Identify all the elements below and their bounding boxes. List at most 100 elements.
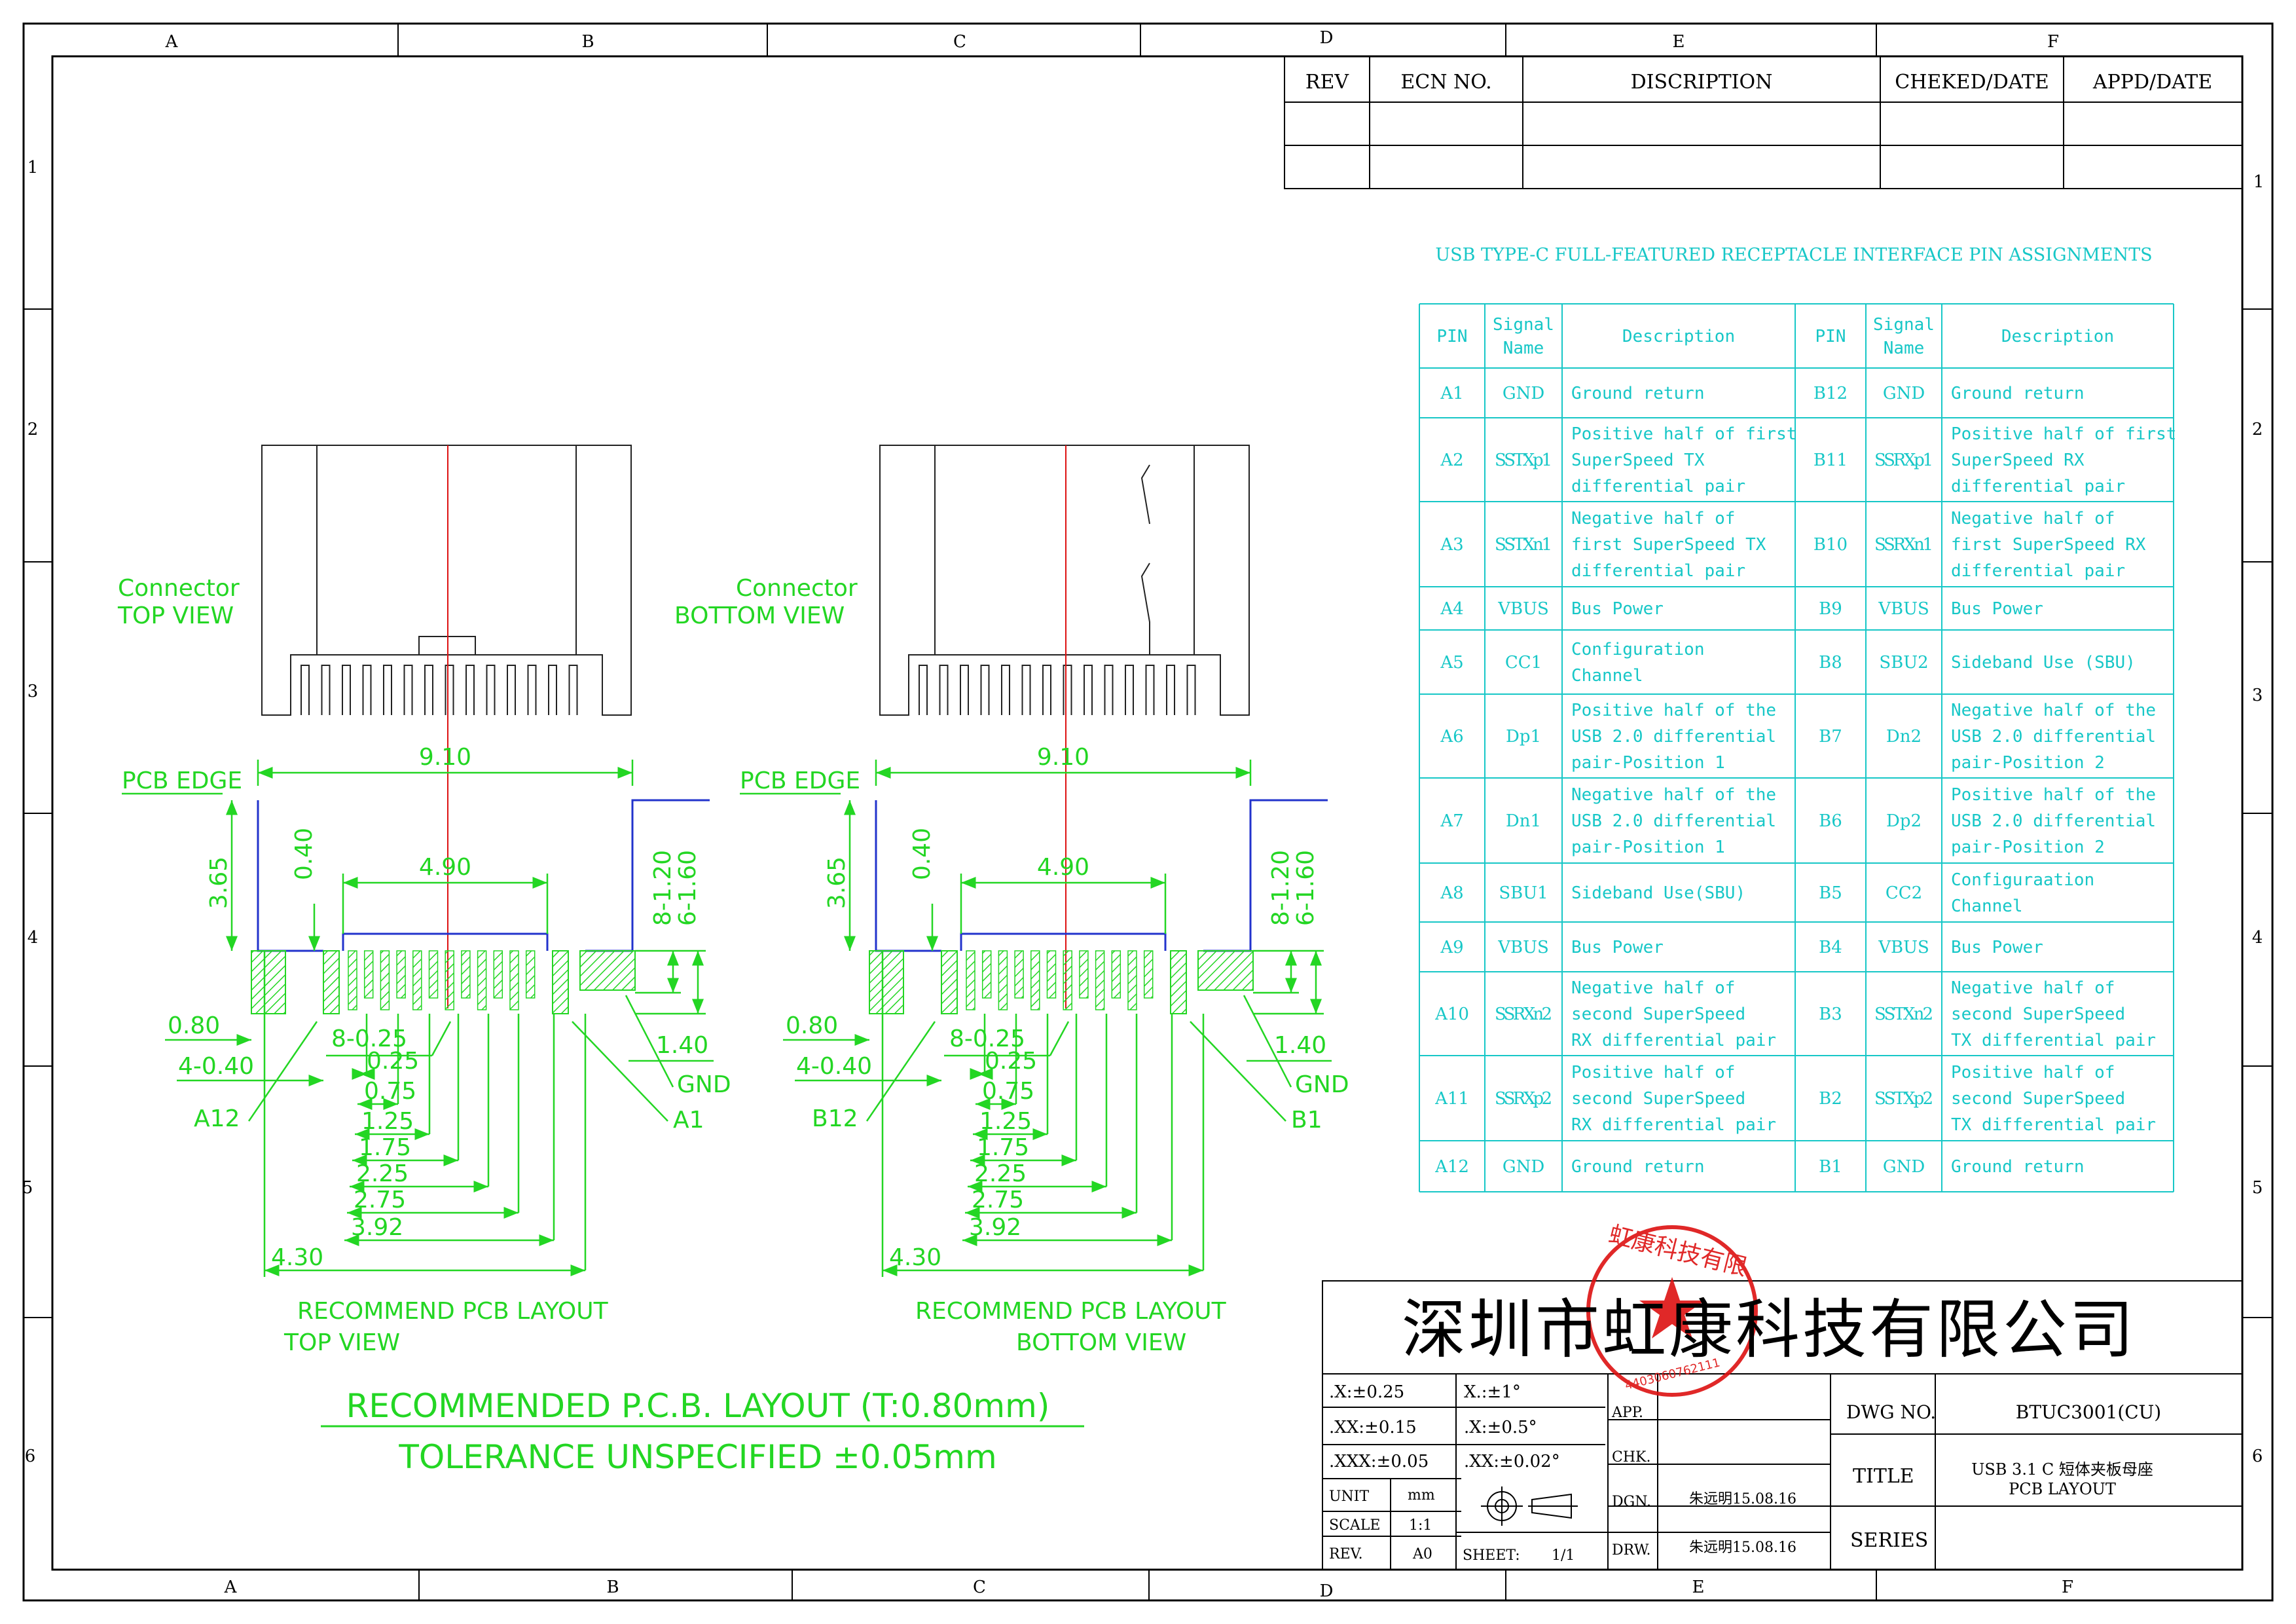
table-cell-description: Negative half of the xyxy=(1571,785,1776,805)
view-label: Connector xyxy=(736,575,858,602)
table-cell-pin: A11 xyxy=(1434,1089,1469,1109)
rev-value: A0 xyxy=(1412,1546,1432,1562)
table-cell-description: Sideband Use(SBU) xyxy=(1571,883,1745,903)
dimension-text: 0.40 xyxy=(909,828,936,880)
pin-table-title: USB TYPE-C FULL-FEATURED RECEPTACLE INTE… xyxy=(1435,245,2152,265)
table-cell-pin: A1 xyxy=(1440,384,1463,403)
signal-pad xyxy=(323,950,340,1014)
signal-pad xyxy=(396,950,406,999)
connector-pin xyxy=(424,665,433,715)
table-cell-signal: GND xyxy=(1883,1157,1925,1177)
pcb-edge-label: PCB EDGE xyxy=(740,767,860,794)
layout-title: RECOMMEND PCB LAYOUT xyxy=(915,1298,1227,1325)
company-name: 深圳市虹康科技有限公司 xyxy=(1402,1293,2136,1367)
title-block: .X:±0.25 .XX:±0.15 .XXX:±0.05 X.:±1° .X:… xyxy=(1322,1221,2243,1570)
connector-pin xyxy=(1042,665,1051,715)
dgn-value: 朱远明15.08.16 xyxy=(1689,1491,1796,1507)
table-cell-description: USB 2.0 differential xyxy=(1571,811,1776,831)
table-cell-pin: A2 xyxy=(1440,451,1463,470)
connector-inner-walls xyxy=(934,445,1195,655)
table-cell-signal: SBU2 xyxy=(1879,653,1928,673)
dimension-text: 8-0.25 xyxy=(331,1025,407,1052)
pin-header: PIN xyxy=(1437,327,1468,346)
signal-pad xyxy=(1127,950,1137,1010)
connector-inner-walls xyxy=(316,445,577,655)
table-cell-description: pair-Position 2 xyxy=(1951,753,2105,773)
table-cell-signal: SSTXp1 xyxy=(1495,451,1552,470)
pin-leader xyxy=(866,1021,936,1122)
table-cell-description: Positive half of first xyxy=(1951,424,2176,444)
table-cell-description: Positive half of xyxy=(1571,1063,1735,1082)
ang-xxx: .XX:±0.02° xyxy=(1464,1452,1560,1471)
table-cell-description: Positive half of first xyxy=(1571,424,1796,444)
table-cell-description: pair-Position 1 xyxy=(1571,753,1725,773)
table-cell-description: TX differential pair xyxy=(1951,1115,2156,1135)
gnd-label: GND xyxy=(1295,1071,1349,1098)
signal-pad xyxy=(941,950,958,1014)
table-cell-signal: SSRXn1 xyxy=(1874,535,1933,555)
table-cell-description: Channel xyxy=(1951,896,2023,916)
table-cell-signal: SSRXp2 xyxy=(1495,1089,1552,1109)
table-cell-pin: A9 xyxy=(1440,938,1463,957)
table-cell-signal: GND xyxy=(1503,1157,1544,1177)
signal-pad xyxy=(1063,950,1072,1010)
table-cell-signal: SSTXn1 xyxy=(1495,535,1552,555)
tol-xx: .XX:±0.15 xyxy=(1329,1418,1417,1437)
dimension-text: 0.80 xyxy=(168,1012,220,1039)
gnd-leader xyxy=(1243,995,1292,1088)
table-cell-pin: A7 xyxy=(1440,811,1463,831)
connector-pin xyxy=(1104,665,1114,715)
unit-value: mm xyxy=(1408,1487,1435,1504)
connector-pin xyxy=(1021,665,1031,715)
table-cell-pin: B6 xyxy=(1819,811,1842,831)
signal-pad xyxy=(1079,950,1089,999)
connector-pin xyxy=(465,665,475,715)
table-cell-description: differential pair xyxy=(1571,477,1745,496)
sheet-border: A B C D E F A B C D E F 1 2 3 4 5 6 1 2 … xyxy=(22,22,2274,1602)
table-cell-signal: Dn1 xyxy=(1506,811,1541,831)
connector-body xyxy=(879,445,1250,716)
table-cell-pin: A10 xyxy=(1434,1005,1469,1024)
table-cell-description: second SuperSpeed xyxy=(1951,1089,2125,1109)
pitch-dimension-text: 2.75 xyxy=(354,1187,406,1213)
drw-value: 朱远明15.08.16 xyxy=(1689,1540,1796,1556)
connector-pin xyxy=(980,665,990,715)
table-cell-description: USB 2.0 differential xyxy=(1951,811,2156,831)
dwg-no-value: BTUC3001(CU) xyxy=(2016,1401,2161,1423)
table-cell-pin: B5 xyxy=(1819,883,1842,903)
signal-header: Signal xyxy=(1493,315,1554,335)
table-cell-description: RX differential pair xyxy=(1571,1031,1776,1050)
table-cell-pin: B4 xyxy=(1819,938,1842,957)
table-cell-signal: CC2 xyxy=(1886,883,1922,903)
table-cell-pin: A5 xyxy=(1440,653,1463,673)
table-cell-signal: Dp2 xyxy=(1886,811,1922,831)
signal-pad xyxy=(552,950,569,1014)
dimension-text: 8-1.20 xyxy=(649,850,676,926)
dimension-text: 4-0.40 xyxy=(178,1053,254,1080)
table-cell-signal: SSRXn2 xyxy=(1495,1005,1552,1024)
table-cell-pin: B3 xyxy=(1819,1005,1842,1024)
signal-pad xyxy=(1095,950,1105,1010)
dimension-text: 8-1.20 xyxy=(1267,850,1294,926)
dimension-leader xyxy=(1049,1021,1070,1056)
pitch-dimension-text: 3.92 xyxy=(351,1214,403,1241)
table-cell-signal: CC1 xyxy=(1505,653,1542,673)
ground-pad xyxy=(251,950,286,1014)
signal-pad xyxy=(493,950,503,999)
dimension-text: 0.40 xyxy=(291,828,318,880)
pitch-dimension-text: 4.30 xyxy=(271,1244,323,1271)
description-header: Description xyxy=(2001,327,2114,346)
description-header: DISCRIPTION xyxy=(1631,71,1773,94)
signal-pad xyxy=(445,950,454,1010)
table-cell-description: second SuperSpeed xyxy=(1571,1089,1745,1109)
table-cell-description: Configuration xyxy=(1571,640,1705,659)
table-cell-description: Ground return xyxy=(1571,1157,1705,1177)
pitch-dimension-text: 1.75 xyxy=(359,1134,411,1161)
pitch-dimension-text: 2.25 xyxy=(356,1160,409,1187)
table-cell-pin: B1 xyxy=(1819,1157,1842,1177)
zone-row-1-left: 1 xyxy=(27,158,39,177)
view-label: TOP VIEW xyxy=(117,602,234,629)
pin-label-left: A12 xyxy=(194,1105,240,1132)
pcb-notch xyxy=(342,932,549,951)
